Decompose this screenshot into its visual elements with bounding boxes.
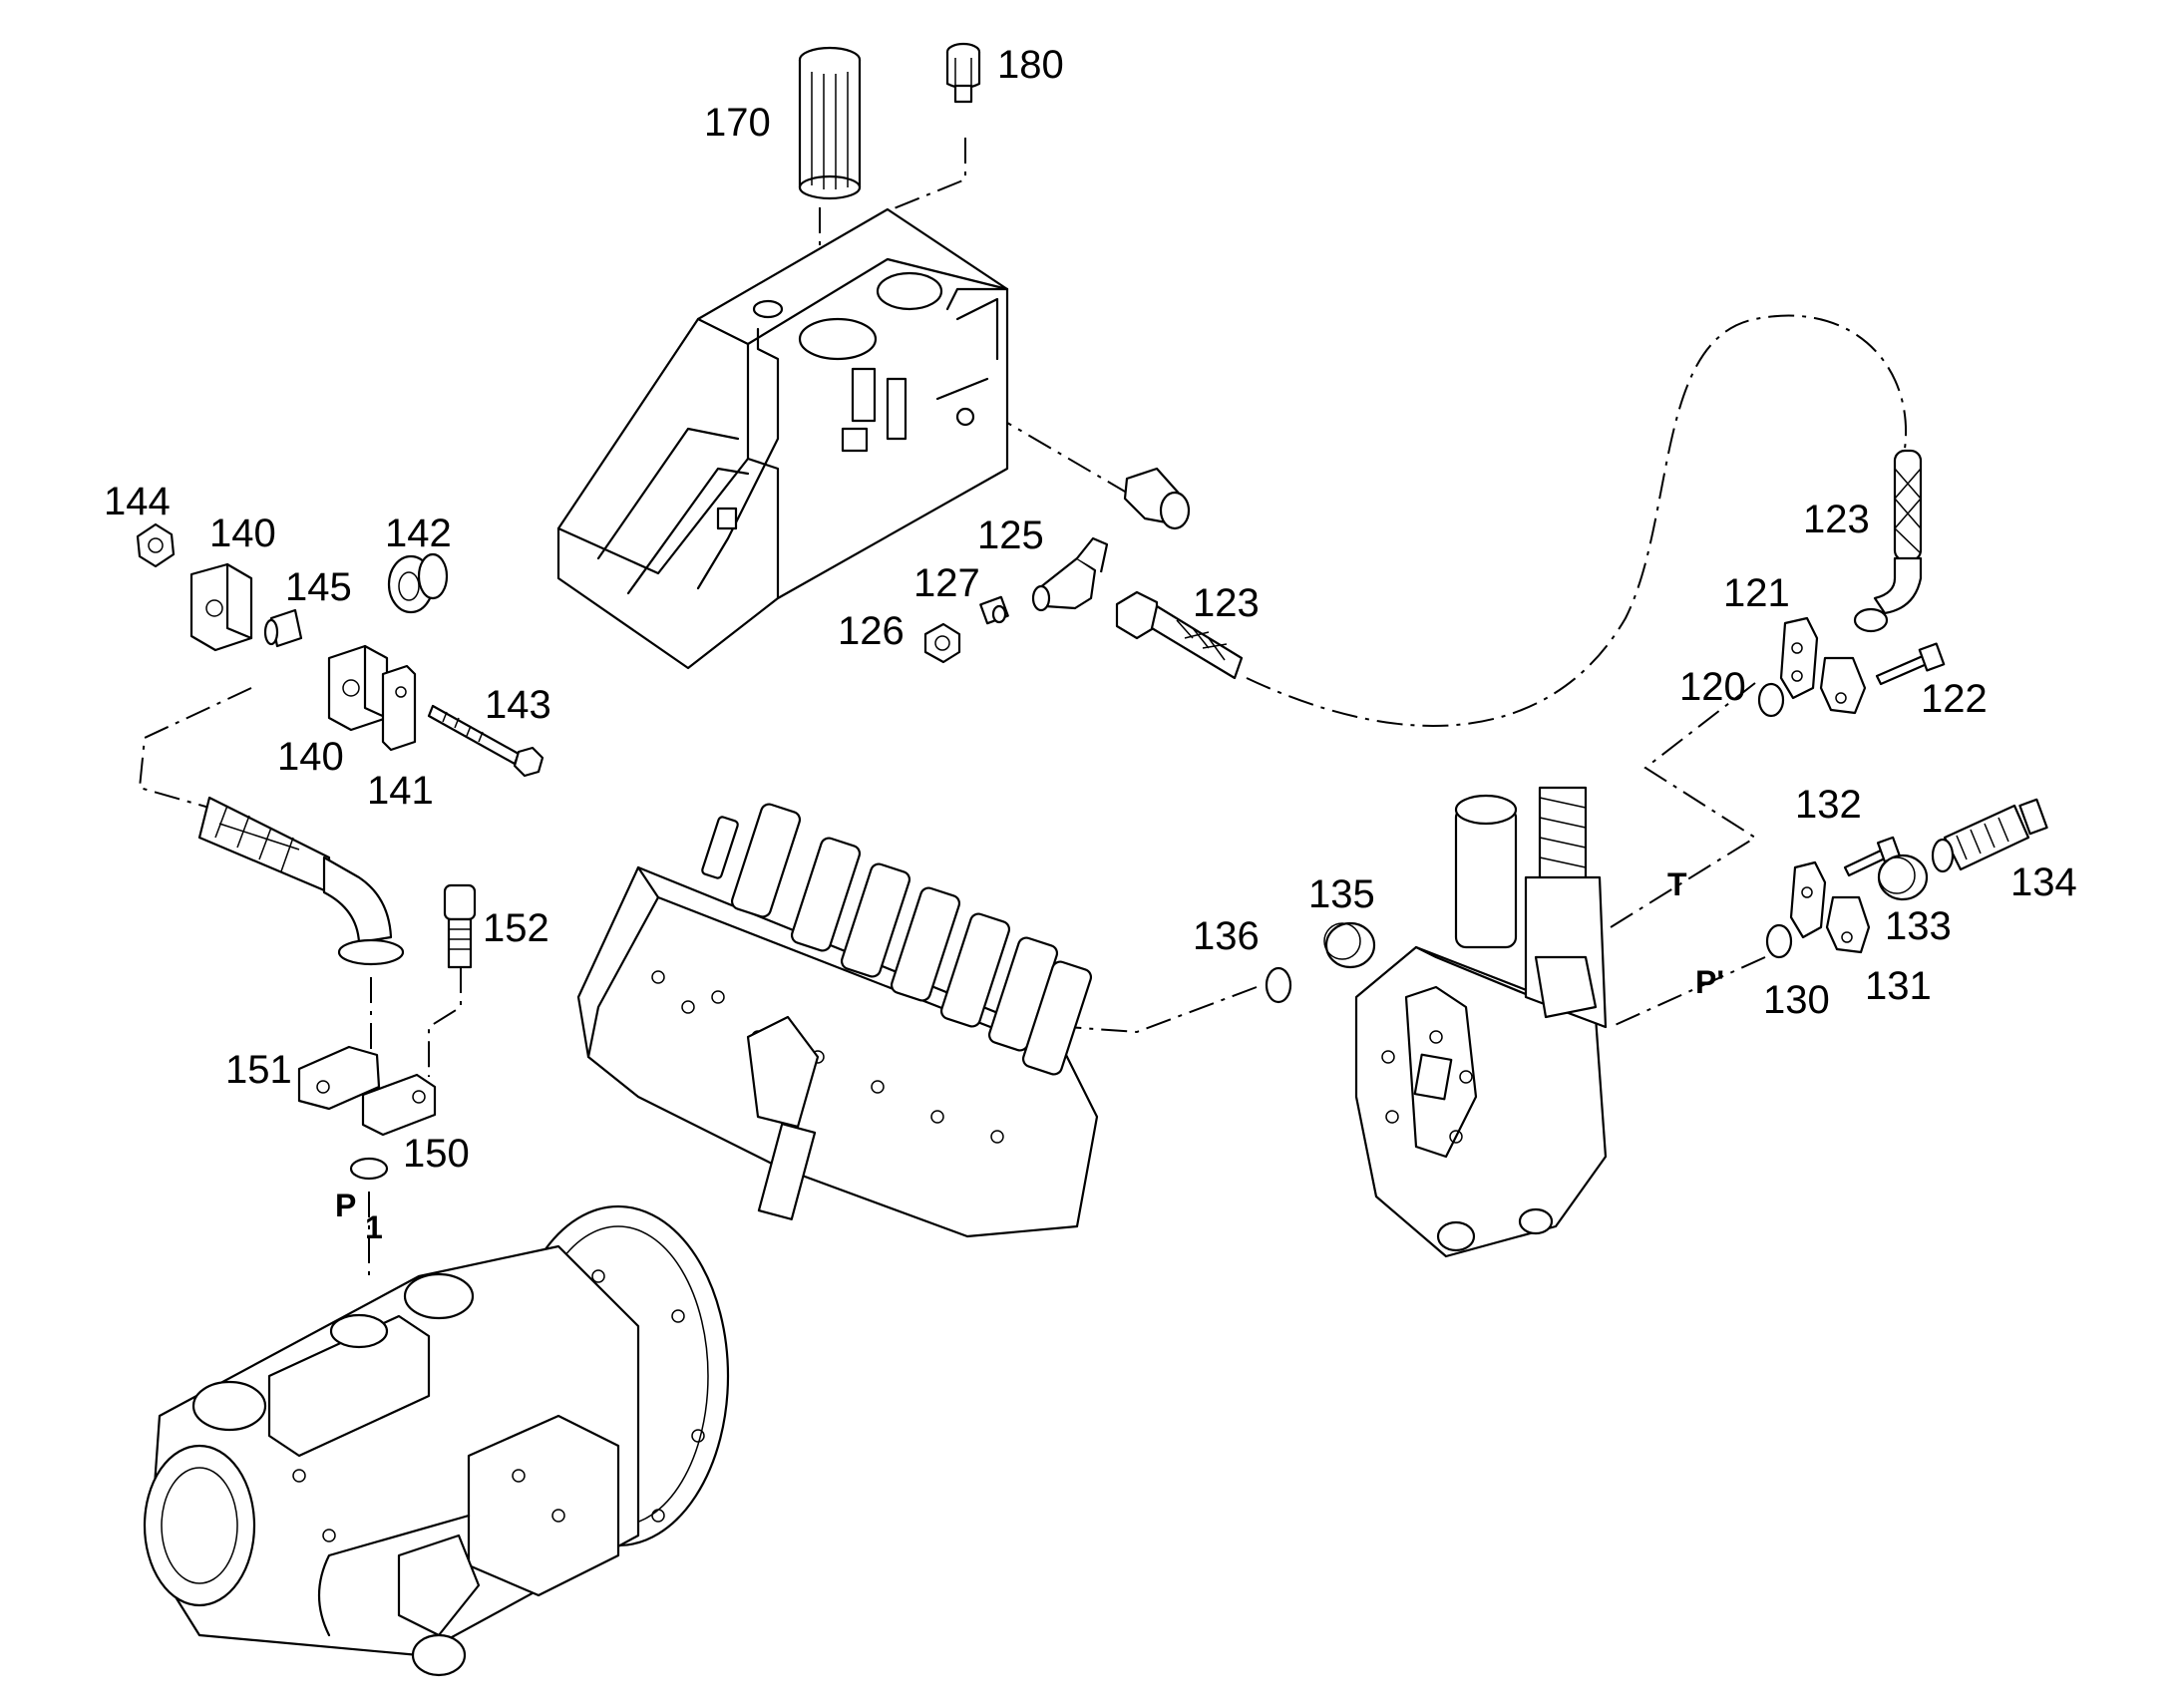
label-151: 151: [225, 1048, 292, 1092]
o-ring-136: [1265, 966, 1292, 1004]
hose-123-tank-end: [1115, 590, 1244, 680]
label-140-lower: 140: [277, 735, 344, 779]
hose-123-valve-end: [1853, 449, 1923, 633]
label-143: 143: [485, 683, 551, 727]
label-126: 126: [838, 609, 905, 653]
clamp-half-140-upper: [189, 562, 253, 652]
tee-fitting-125: [1031, 536, 1109, 612]
plug-133: [1877, 854, 1929, 901]
main-control-valve: [576, 803, 1099, 1238]
o-ring-150: [349, 1157, 389, 1181]
nut-144: [136, 522, 176, 568]
label-140-upper: 140: [209, 512, 276, 555]
label-132: 132: [1795, 783, 1862, 827]
label-150: 150: [403, 1132, 470, 1176]
relief-valve-134: [1931, 798, 2048, 873]
label-130: 130: [1763, 978, 1830, 1022]
split-flange-131: [1789, 860, 1871, 954]
spacer-145: [263, 608, 303, 648]
bolt-122: [1875, 642, 1946, 686]
o-ring-130: [1765, 923, 1793, 959]
bolt-152: [443, 883, 477, 969]
label-144: 144: [104, 480, 171, 523]
port-label-p: P: [335, 1188, 356, 1223]
port-label-p-subscript: 1: [365, 1209, 383, 1245]
port-label-p-prime: P': [1695, 964, 1724, 1000]
label-131: 131: [1865, 964, 1932, 1008]
plug-135: [1323, 921, 1376, 969]
sectional-valve: [1354, 786, 1608, 1258]
label-125: 125: [977, 513, 1044, 557]
hydraulic-pump-assembly: [143, 1204, 730, 1677]
label-141: 141: [367, 769, 434, 813]
label-123-right: 123: [1803, 498, 1870, 541]
label-121: 121: [1723, 571, 1790, 615]
hydraulic-tank: [556, 207, 1009, 670]
part-labels: 170 180 144 140 142 145 143 140 141 125 …: [104, 43, 2077, 1176]
elbow-fitting: [1123, 467, 1191, 530]
label-123-middle: 123: [1193, 581, 1260, 625]
breather-cap-180: [945, 42, 981, 104]
label-136: 136: [1193, 914, 1260, 958]
leader-lines: [138, 138, 1908, 1281]
label-122: 122: [1921, 677, 1988, 721]
o-ring-120: [1757, 682, 1785, 718]
nut-126: [923, 622, 961, 664]
label-152: 152: [483, 906, 549, 950]
clamp-half-140-lower: [327, 644, 389, 732]
valve-spools: [701, 803, 1093, 1076]
split-flange-151: [297, 1045, 437, 1137]
label-142: 142: [385, 512, 452, 555]
bolt-143: [427, 704, 545, 778]
label-135: 135: [1308, 872, 1375, 916]
port-label-t: T: [1667, 866, 1687, 902]
plate-141: [381, 664, 417, 752]
port-labels: T P' P 1: [335, 866, 1724, 1245]
label-120: 120: [1679, 665, 1746, 709]
label-134: 134: [2010, 860, 2077, 904]
suction-hose: [197, 796, 405, 966]
filter-element-170: [798, 46, 862, 200]
label-170: 170: [704, 101, 771, 145]
split-flange-121: [1779, 616, 1867, 715]
plug-127: [979, 595, 1009, 625]
label-145: 145: [285, 565, 352, 609]
label-127: 127: [913, 561, 980, 605]
bushing-142: [387, 552, 449, 614]
label-180: 180: [997, 43, 1064, 87]
label-133: 133: [1885, 904, 1952, 948]
